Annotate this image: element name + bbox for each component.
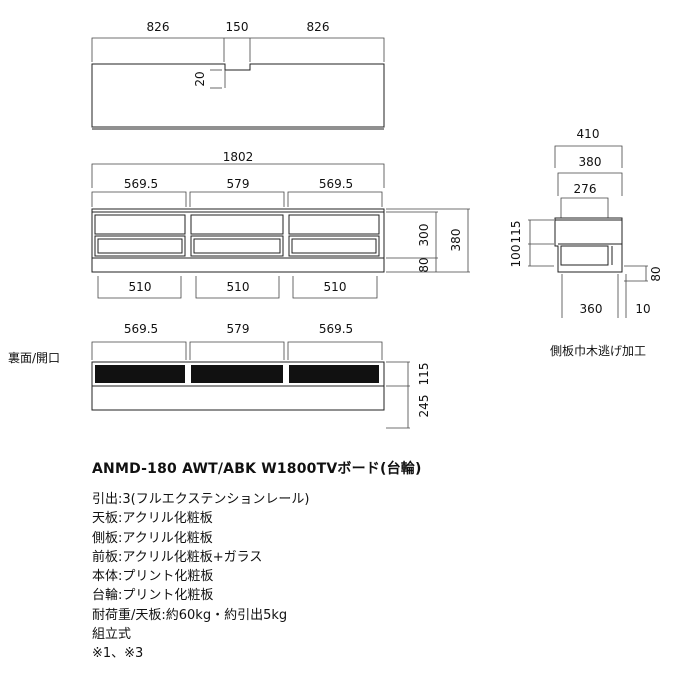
drawer-width-left: 510 xyxy=(129,280,152,294)
side-depth-10: 10 xyxy=(635,302,650,316)
front-height-300: 300 xyxy=(417,224,431,247)
overall-width: 1802 xyxy=(223,150,254,164)
spec-plinth: 台輪:プリント化粧板 xyxy=(92,588,214,604)
side-height-100: 100 xyxy=(509,245,523,268)
back-opening-center xyxy=(191,365,283,383)
side-depth-276: 276 xyxy=(574,182,597,196)
product-title: ANMD-180 AWT/ABK W1800TVボード(台輪) xyxy=(92,461,422,477)
front-width-center: 579 xyxy=(227,177,250,191)
back-height-115: 115 xyxy=(417,363,431,386)
spec-assembly: 組立式 xyxy=(92,627,132,643)
side-height-115: 115 xyxy=(509,221,523,244)
side-depth-380: 380 xyxy=(579,155,602,169)
side-depth-360: 360 xyxy=(580,302,603,316)
top-dim-center: 150 xyxy=(226,20,249,34)
back-width-right: 569.5 xyxy=(319,322,353,336)
spec-side-board: 側板:アクリル化粧板 xyxy=(92,530,213,546)
front-cabinet-outline xyxy=(91,208,385,273)
side-depth-410: 410 xyxy=(577,127,600,141)
front-height-380: 380 xyxy=(449,229,463,252)
top-dim-left: 826 xyxy=(147,20,170,34)
back-view: 裏面/開口 569.5 579 569.5 115 245 xyxy=(8,322,431,429)
back-opening-right xyxy=(289,365,379,383)
drawer-width-center: 510 xyxy=(227,280,250,294)
back-width-left: 569.5 xyxy=(124,322,158,336)
spec-top-board: 天板:アクリル化粧板 xyxy=(92,511,213,527)
top-view: 826 150 826 20 xyxy=(91,20,385,130)
spec-body: 本体:プリント化粧板 xyxy=(92,569,214,585)
top-board-outline xyxy=(91,63,385,128)
side-view: 410 380 276 115 100 80 360 10 側板巾木逃げ加工 xyxy=(509,127,663,358)
front-width-right: 569.5 xyxy=(319,177,353,191)
notch-depth: 20 xyxy=(193,71,207,86)
side-profile-outline xyxy=(554,217,623,273)
back-opening-left xyxy=(95,365,185,383)
back-width-center: 579 xyxy=(227,322,250,336)
back-view-label: 裏面/開口 xyxy=(8,350,60,365)
top-dim-right: 826 xyxy=(307,20,330,34)
side-height-80: 80 xyxy=(649,266,663,281)
front-width-left: 569.5 xyxy=(124,177,158,191)
back-height-245: 245 xyxy=(417,395,431,418)
front-view: 1802 569.5 579 569.5 300 80 380 510 510 … xyxy=(91,150,470,299)
spec-block: ANMD-180 AWT/ABK W1800TVボード(台輪) 引出:3(フルエ… xyxy=(92,458,672,664)
drawer-width-right: 510 xyxy=(324,280,347,294)
spec-drawers: 引出:3(フルエクステンションレール) xyxy=(92,492,310,507)
front-height-80: 80 xyxy=(417,257,431,272)
spec-front-board: 前板:アクリル化粧板+ガラス xyxy=(92,549,263,565)
spec-notes: ※1、※3 xyxy=(92,646,144,662)
spec-load-capacity: 耐荷重/天板:約60kg・約引出5kg xyxy=(92,607,288,623)
side-caption: 側板巾木逃げ加工 xyxy=(550,344,646,358)
